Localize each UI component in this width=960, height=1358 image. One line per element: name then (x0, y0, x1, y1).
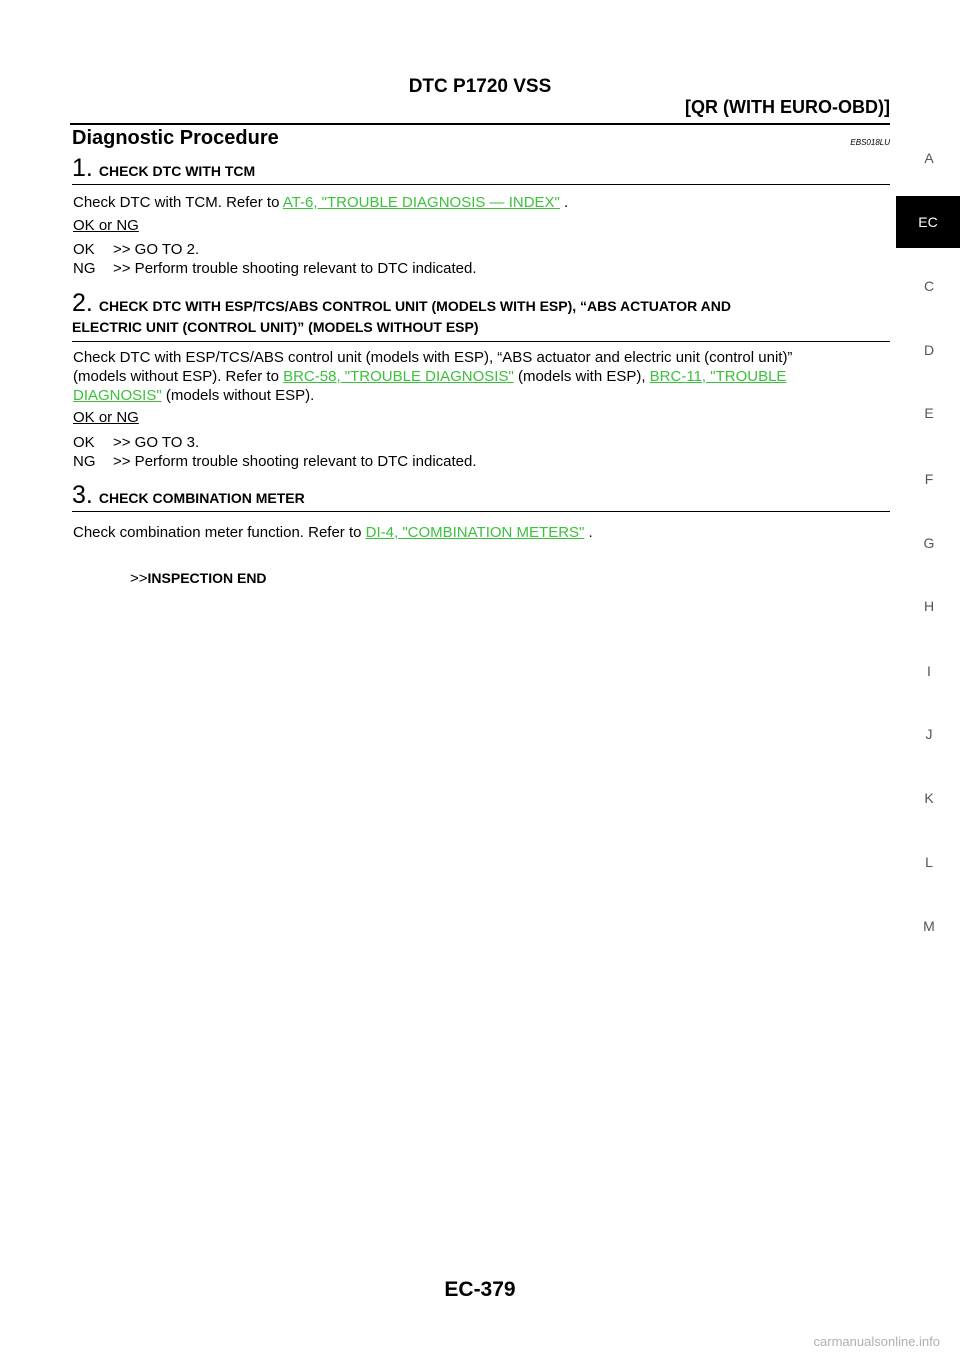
section-code: EBS018LU (850, 138, 890, 147)
header-rule (70, 123, 890, 125)
step-3-number: 3. (72, 481, 93, 509)
ng-label: NG (73, 453, 96, 470)
watermark: carmanualsonline.info (813, 1334, 940, 1349)
side-index-d[interactable]: D (923, 342, 935, 358)
step-2-text-line3: DIAGNOSIS" (models without ESP). (73, 386, 890, 405)
document-subtitle: [QR (WITH EURO-OBD)] (685, 97, 890, 117)
ok-label: OK (73, 434, 95, 451)
end-arrow: >> (130, 570, 148, 587)
link-brc-11-cont[interactable]: DIAGNOSIS" (73, 387, 162, 404)
side-index-k[interactable]: K (924, 790, 934, 806)
inspection-end: >>INSPECTION END (130, 570, 267, 587)
step-2-text-line3-rest: (models without ESP). (161, 387, 315, 404)
link-brc-11[interactable]: BRC-11, "TROUBLE (649, 368, 787, 385)
step-2-text-line2a: (models without ESP). Refer to (73, 368, 284, 385)
step-3-rule (72, 511, 890, 512)
ng-text: >> Perform trouble shooting relevant to … (113, 453, 477, 470)
step-2-rule (72, 341, 890, 342)
link-at-6[interactable]: AT-6, "TROUBLE DIAGNOSIS — INDEX" (282, 194, 560, 211)
end-text: INSPECTION END (147, 570, 267, 586)
ok-label: OK (73, 241, 95, 258)
side-index-ec-active[interactable]: EC (896, 196, 960, 248)
step-1-number: 1. (72, 154, 93, 182)
step-2-text-line1: Check DTC with ESP/TCS/ABS control unit … (73, 349, 793, 366)
step-1-text-before: Check DTC with TCM. Refer to (73, 194, 283, 211)
step-2-heading-line2: ELECTRIC UNIT (CONTROL UNIT)” (MODELS WI… (72, 319, 479, 335)
side-index-h[interactable]: H (923, 598, 935, 614)
side-index-f[interactable]: F (924, 471, 934, 487)
step-3-heading: 3. CHECK COMBINATION METER (72, 482, 890, 511)
side-index-j[interactable]: J (925, 726, 933, 742)
step-2-ok-or-ng: OK or NG (73, 409, 139, 426)
step-2-text-line2: (models without ESP). Refer to BRC-58, "… (73, 367, 890, 386)
step-1-ok-or-ng: OK or NG (73, 217, 139, 234)
side-index-a[interactable]: A (924, 150, 934, 166)
step-1-rule (72, 184, 890, 185)
page-number: EC-379 (444, 1278, 516, 1301)
step-2-number: 2. (72, 289, 93, 317)
side-index-c[interactable]: C (923, 278, 935, 294)
link-brc-58[interactable]: BRC-58, "TROUBLE DIAGNOSIS" (283, 368, 514, 385)
step-3-heading-text: CHECK COMBINATION METER (98, 490, 305, 506)
step-2-text-line2b: (models with ESP), (513, 368, 650, 385)
side-index-g[interactable]: G (923, 535, 935, 551)
step-2-ok-result: OK >> GO TO 3. (73, 433, 199, 452)
ng-text: >> Perform trouble shooting relevant to … (113, 260, 477, 277)
step-3-text: Check combination meter function. Refer … (73, 523, 890, 542)
step-2-ng-result: NG >> Perform trouble shooting relevant t… (73, 452, 477, 471)
step-1-ng-result: NG >> Perform trouble shooting relevant t… (73, 259, 477, 278)
step-1-heading: 1. CHECK DTC WITH TCM (72, 155, 890, 184)
side-index-m[interactable]: M (923, 918, 935, 934)
step-1-text-after: . (559, 194, 569, 211)
document-title: DTC P1720 VSS (408, 76, 552, 97)
side-index: A EC C D E F G H I J K L M (896, 0, 960, 1358)
step-1-heading-text: CHECK DTC WITH TCM (98, 163, 256, 179)
step-1-ok-result: OK >> GO TO 2. (73, 240, 199, 259)
side-index-l[interactable]: L (925, 854, 933, 870)
step-1-text: Check DTC with TCM. Refer to AT-6, "TROU… (73, 193, 890, 212)
section-title: Diagnostic Procedure (72, 127, 279, 149)
side-index-i[interactable]: I (927, 663, 931, 679)
step-3-text-after: . (584, 524, 593, 541)
step-3-text-before: Check combination meter function. Refer … (73, 524, 366, 541)
step-2-heading-line1: CHECK DTC WITH ESP/TCS/ABS CONTROL UNIT … (98, 298, 731, 314)
link-di-4[interactable]: DI-4, "COMBINATION METERS" (365, 524, 585, 541)
ok-text: >> GO TO 2. (113, 241, 200, 258)
side-index-e[interactable]: E (924, 405, 934, 421)
ok-text: >> GO TO 3. (113, 434, 200, 451)
step-2-heading: 2. CHECK DTC WITH ESP/TCS/ABS CONTROL UNI… (72, 290, 890, 319)
ng-label: NG (73, 260, 96, 277)
